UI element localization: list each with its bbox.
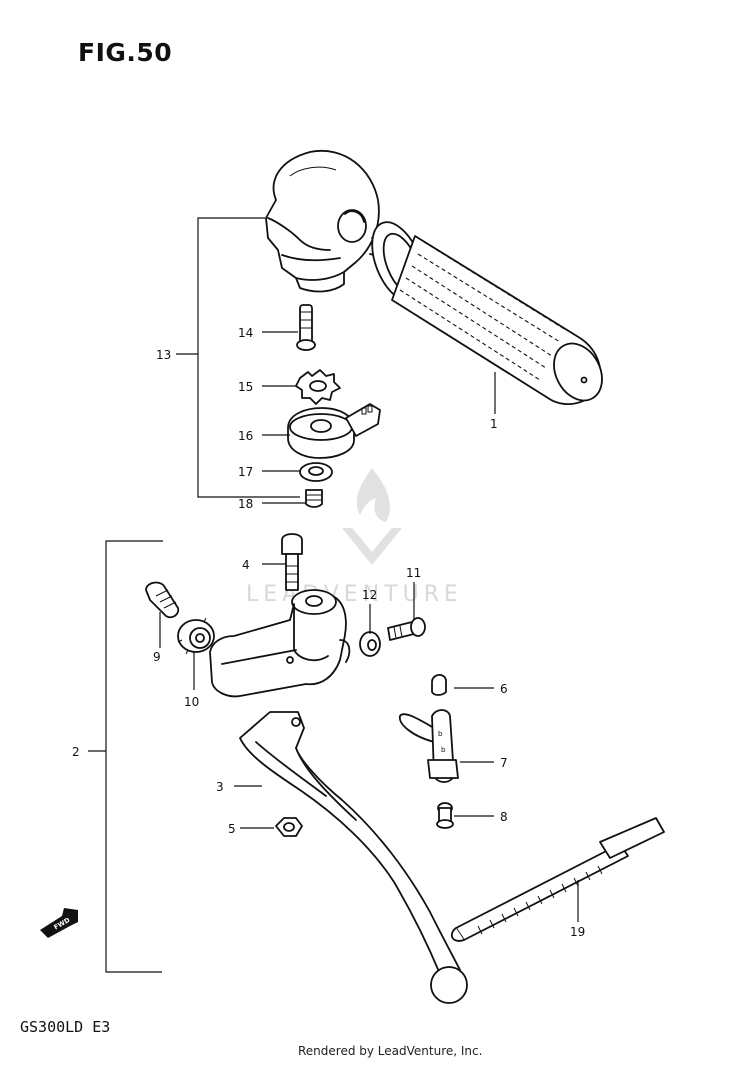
callout-10: 10 [184, 695, 199, 709]
pivot-bolt-4 [281, 533, 303, 591]
callout-12: 12 [362, 588, 377, 602]
callout-16: 16 [238, 429, 253, 443]
model-code: GS300LD E3 [20, 1018, 111, 1036]
callout-19: 19 [570, 925, 585, 939]
render-credit: Rendered by LeadVenture, Inc. [298, 1044, 483, 1058]
clutch-switch-7: b b [399, 709, 459, 783]
watermark-text: LEADVENTURE [246, 582, 463, 607]
fwd-direction-arrow: FWD [40, 908, 78, 938]
clutch-lever-3 [239, 711, 468, 1004]
svg-text:b: b [441, 746, 446, 754]
switch-cap-6 [431, 674, 447, 696]
callout-14: 14 [238, 326, 253, 340]
svg-text:b: b [438, 730, 443, 738]
screw-8 [436, 802, 454, 829]
callout-6: 6 [500, 682, 508, 696]
adjuster-bolt-9 [145, 581, 180, 619]
callout-13: 13 [156, 348, 171, 362]
cable-tie-19 [450, 817, 665, 942]
callout-15: 15 [238, 380, 253, 394]
bolt-11 [387, 617, 426, 641]
callout-4: 4 [242, 558, 250, 572]
cable-pulley-16 [287, 403, 381, 459]
figure-title: FIG.50 [78, 38, 173, 67]
adjuster-nut-10 [177, 617, 215, 655]
washer-17 [299, 462, 333, 482]
bracket-13 [176, 217, 300, 498]
nut-5 [275, 817, 303, 837]
callout-numbers: 1 2 3 4 5 6 7 8 9 10 11 12 13 14 15 16 1… [72, 326, 585, 939]
leader-lines [159, 331, 579, 922]
callout-18: 18 [238, 497, 253, 511]
screw-18 [305, 489, 323, 508]
callout-17: 17 [238, 465, 253, 479]
callout-2: 2 [72, 745, 80, 759]
spacer-12 [359, 631, 381, 657]
watermark-logo [342, 468, 402, 565]
callout-5: 5 [228, 822, 236, 836]
callout-7: 7 [500, 756, 508, 770]
callout-8: 8 [500, 810, 508, 824]
lever-bracket [209, 589, 351, 698]
screw-14 [296, 304, 316, 351]
callout-1: 1 [490, 417, 498, 431]
bracket-2 [88, 540, 163, 973]
callout-3: 3 [216, 780, 224, 794]
callout-9: 9 [153, 650, 161, 664]
callout-11: 11 [406, 566, 421, 580]
throttle-housing [265, 149, 381, 293]
throttle-grip [371, 221, 603, 405]
star-washer-15 [295, 369, 341, 405]
